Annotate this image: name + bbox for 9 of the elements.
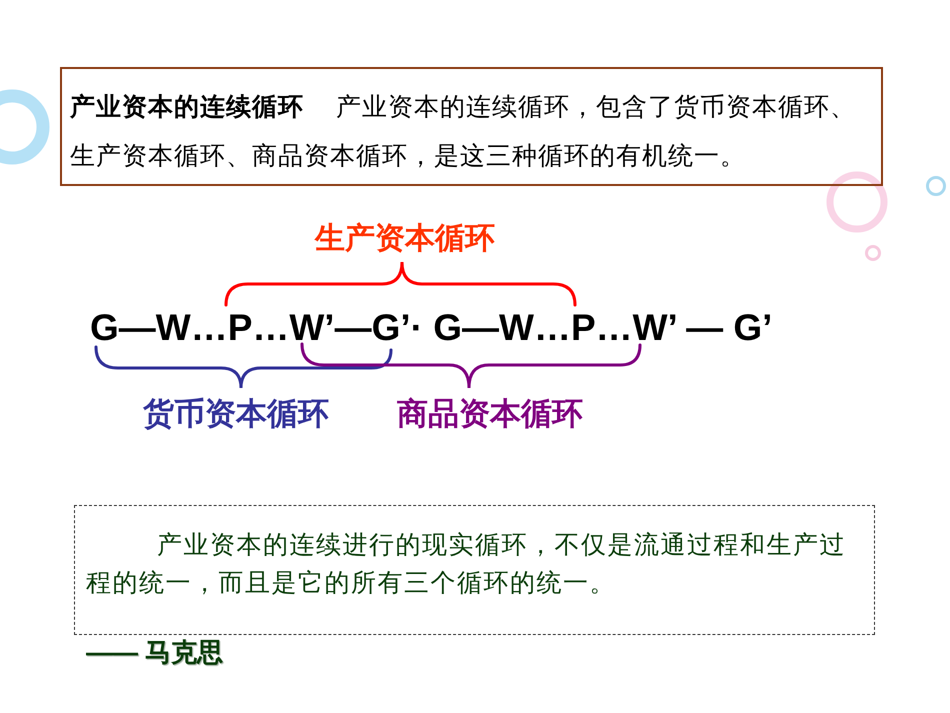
cycle-label: 商品资本循环	[397, 398, 583, 429]
definition-text: 产业资本的连续循环 产业资本的连续循环，包含了货币资本循环、生产资本循环、商品资本循环，是这三种循环的有机统一。	[70, 92, 857, 172]
definition-box	[60, 67, 883, 186]
cycle-label: 生产资本循环	[315, 224, 495, 254]
cycle-label: 货币资本循环	[143, 398, 329, 429]
attribution: —— 马克思	[86, 638, 224, 666]
quote-box	[74, 505, 875, 635]
formula: G—W…P…W’—G’· G—W…P…W’ — G’	[90, 309, 772, 346]
quote-text: 产业资本的连续进行的现实循环，不仅是流通过程和生产过程的统一，而且是它的所有三个循环的统一。	[86, 530, 847, 599]
